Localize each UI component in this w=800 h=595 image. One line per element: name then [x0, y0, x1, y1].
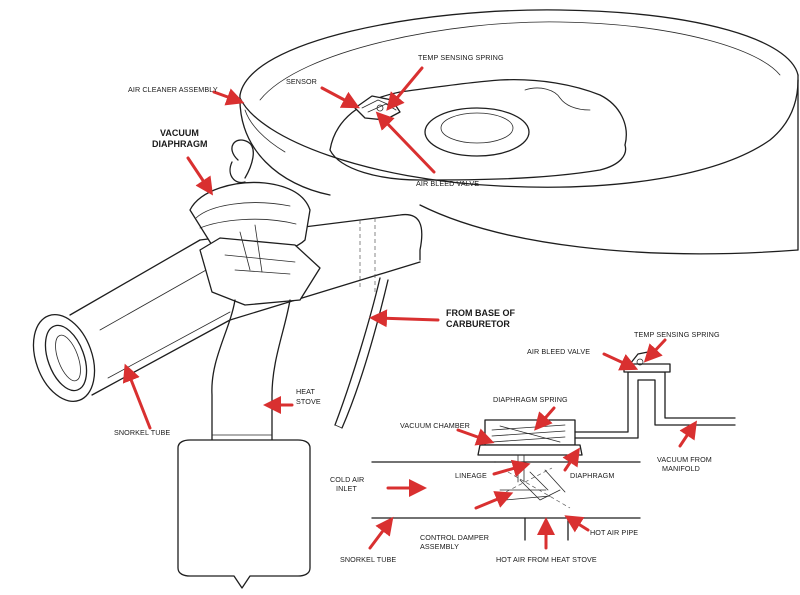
label-temp-sensing-spring-right: TEMP SENSING SPRING — [634, 330, 720, 339]
arrow-air-bleed-valve-right — [602, 352, 639, 371]
label-snorkel-tube-left: SNORKEL TUBE — [114, 428, 170, 437]
filter-element — [329, 79, 627, 181]
label-lineage: LINEAGE — [455, 471, 487, 480]
label-vacuum-from-manifold-2: MANIFOLD — [662, 464, 700, 473]
label-from-base-1: FROM BASE OF — [446, 308, 516, 318]
label-air-bleed-valve-top: AIR BLEED VALVE — [416, 179, 479, 188]
arrow-snorkel-tube — [122, 363, 152, 430]
arrow-diaphragm-spring — [534, 406, 556, 431]
label-cold-air-inlet-2: INLET — [336, 484, 357, 493]
label-heat-stove-2: STOVE — [296, 397, 321, 406]
arrow-vacuum-from-manifold — [678, 420, 697, 448]
label-diaphragm-spring: DIAPHRAGM SPRING — [493, 395, 568, 404]
label-heat-stove-1: HEAT — [296, 387, 316, 396]
label-vacuum-from-manifold-1: VACUUM FROM — [657, 455, 712, 464]
arrow-vacuum-chamber — [456, 428, 495, 446]
label-hot-air-from-heat-stove: HOT AIR FROM HEAT STOVE — [496, 555, 597, 564]
label-hot-air-pipe: HOT AIR PIPE — [590, 528, 638, 537]
arrow-snorkel-tube-bottom — [368, 516, 394, 550]
label-temp-sensing-spring: TEMP SENSING SPRING — [418, 53, 504, 62]
arrow-diaphragm — [562, 447, 580, 472]
arrow-control-damper — [474, 491, 514, 510]
labels: AIR CLEANER ASSEMBLY SENSOR TEMP SENSING… — [114, 53, 720, 564]
label-vacuum-diaphragm-1: VACUUM — [160, 128, 199, 138]
arrow-temp-sensing-spring-right — [643, 338, 667, 363]
label-control-damper-1: CONTROL DAMPER — [420, 533, 489, 542]
arrow-temp-sensing-spring — [386, 66, 424, 111]
label-from-base-2: CARBURETOR — [446, 319, 510, 329]
air-cleaner-housing — [239, 9, 799, 255]
label-air-bleed-valve-right: AIR BLEED VALVE — [527, 347, 590, 356]
carburetor-vacuum-hose — [334, 277, 389, 429]
arrow-sensor — [320, 86, 360, 109]
label-snorkel-tube-bottom: SNORKEL TUBE — [340, 555, 396, 564]
arrow-from-base — [369, 309, 440, 328]
arrow-hot-air-pipe — [564, 515, 590, 533]
snorkel-tube — [69, 213, 423, 396]
label-control-damper-2: ASSEMBLY — [420, 542, 459, 551]
arrow-air-cleaner-assembly — [212, 88, 245, 106]
heat-stove-duct — [209, 299, 291, 441]
label-vacuum-chamber: VACUUM CHAMBER — [400, 421, 470, 430]
label-air-cleaner-assembly: AIR CLEANER ASSEMBLY — [128, 85, 218, 94]
label-diaphragm: DIAPHRAGM — [570, 471, 614, 480]
snorkel-mouth — [32, 313, 96, 403]
pointer-arrows — [122, 66, 697, 550]
arrow-air-bleed-valve-top — [375, 111, 436, 174]
heat-stove-box — [177, 439, 311, 589]
label-vacuum-diaphragm-2: DIAPHRAGM — [152, 139, 208, 149]
sensor-assembly — [354, 95, 401, 121]
arrow-lineage — [492, 459, 531, 478]
label-sensor: SENSOR — [286, 77, 317, 86]
label-cold-air-inlet-1: COLD AIR — [330, 475, 364, 484]
vacuum-diaphragm-unit — [189, 139, 321, 306]
arrow-vacuum-diaphragm — [186, 156, 213, 196]
